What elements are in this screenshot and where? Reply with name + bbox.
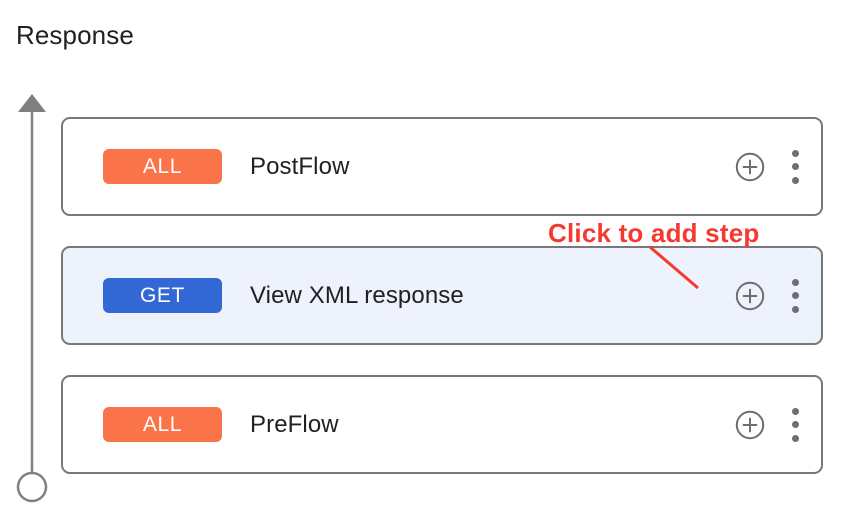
add-step-icon[interactable] bbox=[735, 152, 765, 182]
kebab-dot bbox=[791, 421, 799, 428]
row-actions bbox=[735, 149, 799, 184]
circle-outline-icon bbox=[16, 471, 48, 503]
kebab-dot bbox=[791, 176, 799, 184]
flow-direction-rail bbox=[16, 94, 48, 503]
flow-row-label: PreFlow bbox=[250, 410, 339, 438]
verb-badge: ALL bbox=[103, 407, 222, 442]
annotation-label: Click to add step bbox=[548, 218, 760, 248]
kebab-dot bbox=[791, 149, 799, 157]
flow-row-label: PostFlow bbox=[250, 152, 350, 180]
arrow-up-icon bbox=[18, 94, 46, 112]
add-step-icon[interactable] bbox=[735, 281, 765, 311]
row-actions bbox=[735, 407, 799, 442]
kebab-menu-icon[interactable] bbox=[791, 278, 799, 313]
kebab-dot bbox=[791, 305, 799, 313]
kebab-dot bbox=[791, 292, 799, 299]
verb-badge: ALL bbox=[103, 149, 222, 184]
kebab-dot bbox=[791, 407, 799, 415]
flow-row[interactable]: ALL PreFlow bbox=[61, 375, 823, 474]
flow-row[interactable]: ALL PostFlow bbox=[61, 117, 823, 216]
kebab-menu-icon[interactable] bbox=[791, 149, 799, 184]
add-step-icon[interactable] bbox=[735, 410, 765, 440]
flow-row-label: View XML response bbox=[250, 281, 464, 309]
kebab-dot bbox=[791, 434, 799, 442]
row-actions bbox=[735, 278, 799, 313]
flow-row[interactable]: GET View XML response bbox=[61, 246, 823, 345]
page-title: Response bbox=[16, 20, 134, 50]
kebab-dot bbox=[791, 163, 799, 170]
verb-badge: GET bbox=[103, 278, 222, 313]
kebab-dot bbox=[791, 278, 799, 286]
flow-row-list: ALL PostFlow GET View XML response bbox=[61, 117, 823, 474]
kebab-menu-icon[interactable] bbox=[791, 407, 799, 442]
